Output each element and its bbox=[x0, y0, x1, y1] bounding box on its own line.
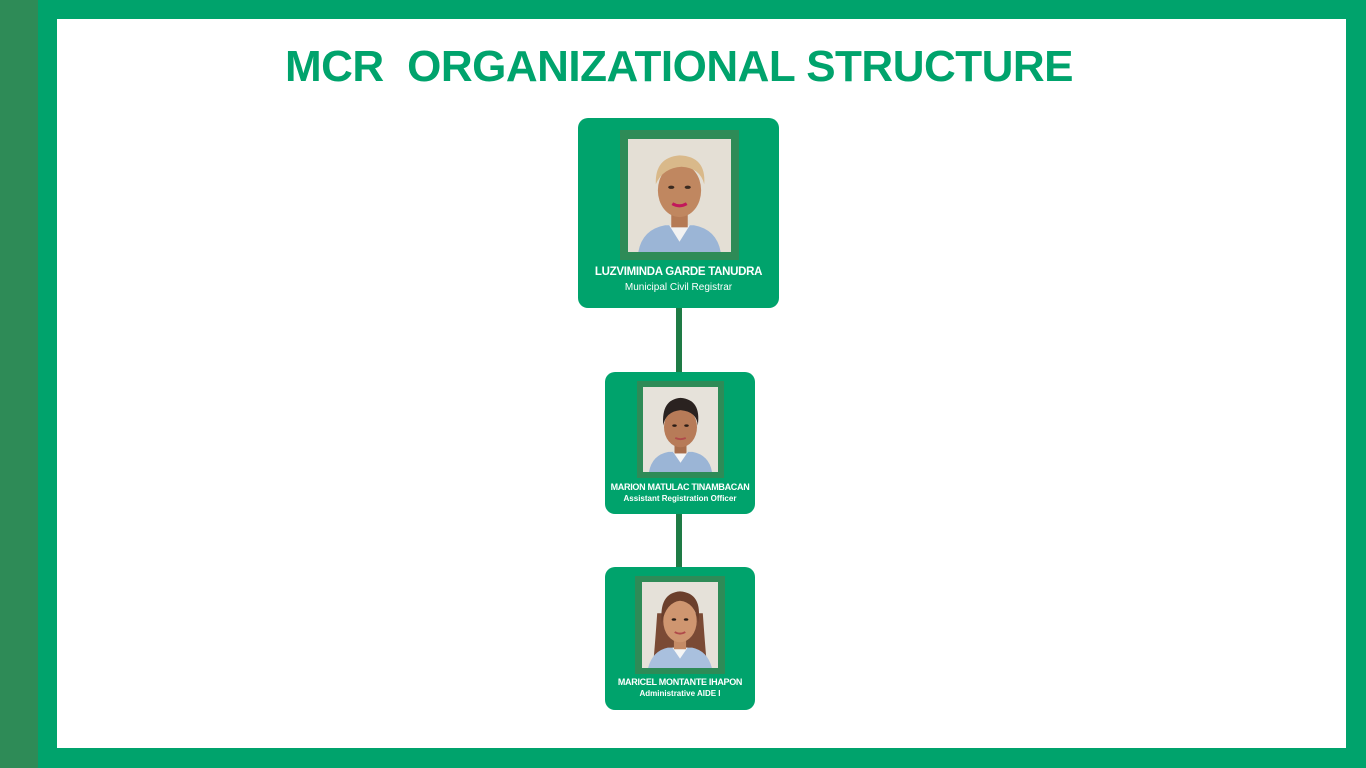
photo-frame bbox=[637, 381, 724, 478]
page-title: MCR ORGANIZATIONAL STRUCTURE bbox=[284, 42, 1074, 91]
photo-frame bbox=[635, 576, 725, 674]
member-name: MARICEL MONTANTE IHAPON bbox=[617, 677, 743, 687]
org-card-assistant-registration-officer: MARION MATULAC TINAMBACAN Assistant Regi… bbox=[605, 372, 755, 514]
org-card-administrative-aide: MARICEL MONTANTE IHAPON Administrative A… bbox=[605, 567, 755, 710]
member-name: MARION MATULAC TINAMBACAN bbox=[610, 482, 750, 492]
left-accent-strip bbox=[0, 0, 38, 768]
member-role: Municipal Civil Registrar bbox=[624, 282, 733, 293]
member-photo-2 bbox=[643, 387, 718, 472]
connector-line-1 bbox=[676, 308, 682, 372]
member-role: Administrative AIDE I bbox=[639, 689, 721, 698]
member-photo-1 bbox=[628, 139, 731, 252]
member-name: LUZVIMINDA GARDE TANUDRA bbox=[594, 266, 763, 278]
member-role: Assistant Registration Officer bbox=[623, 494, 737, 503]
org-card-municipal-civil-registrar: LUZVIMINDA GARDE TANUDRA Municipal Civil… bbox=[578, 118, 779, 308]
member-photo-3 bbox=[642, 582, 718, 668]
connector-line-2 bbox=[676, 514, 682, 567]
photo-frame bbox=[620, 130, 739, 260]
